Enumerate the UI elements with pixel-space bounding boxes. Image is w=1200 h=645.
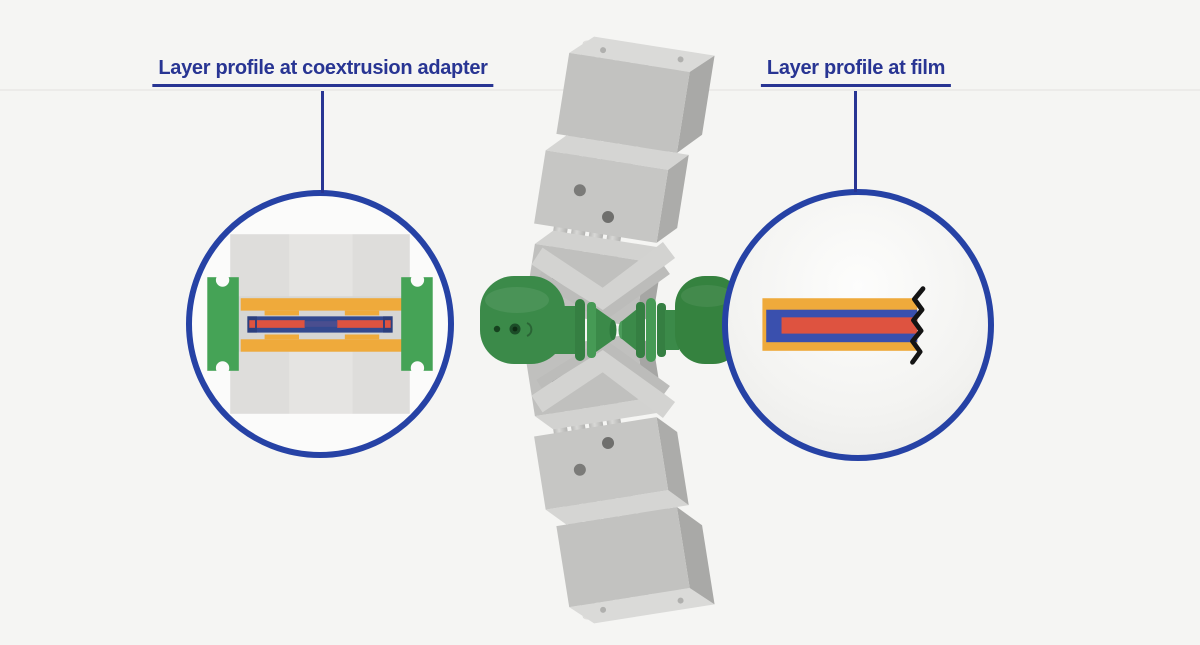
- adapter-core-layers: [247, 316, 393, 333]
- adapter-cross-section-illustration: [207, 234, 433, 414]
- adapter-right-flange: [401, 273, 433, 375]
- adapter-left-flange: [207, 273, 239, 375]
- disc-hole-icon: [493, 325, 501, 333]
- film-layers: [762, 298, 918, 351]
- callout-connector-left: [321, 91, 324, 193]
- film-cross-section-illustration: [762, 286, 926, 365]
- flange-notch-icon: [410, 361, 425, 375]
- callout-label-film: Layer profile at film: [760, 57, 952, 87]
- magnifier-circle-film: [722, 189, 994, 461]
- flange-notch-icon: [215, 273, 230, 287]
- callout-connector-right: [854, 91, 857, 192]
- callout-label-adapter: Layer profile at coextrusion adapter: [152, 57, 494, 87]
- adapter-orange-layers: [240, 298, 409, 352]
- break-line-icon: [910, 286, 926, 365]
- magnifier-circle-adapter: [186, 190, 454, 458]
- coextrusion-machine-illustration: [480, 31, 743, 629]
- flange-notch-icon: [410, 273, 425, 287]
- flange-notch-icon: [215, 361, 230, 375]
